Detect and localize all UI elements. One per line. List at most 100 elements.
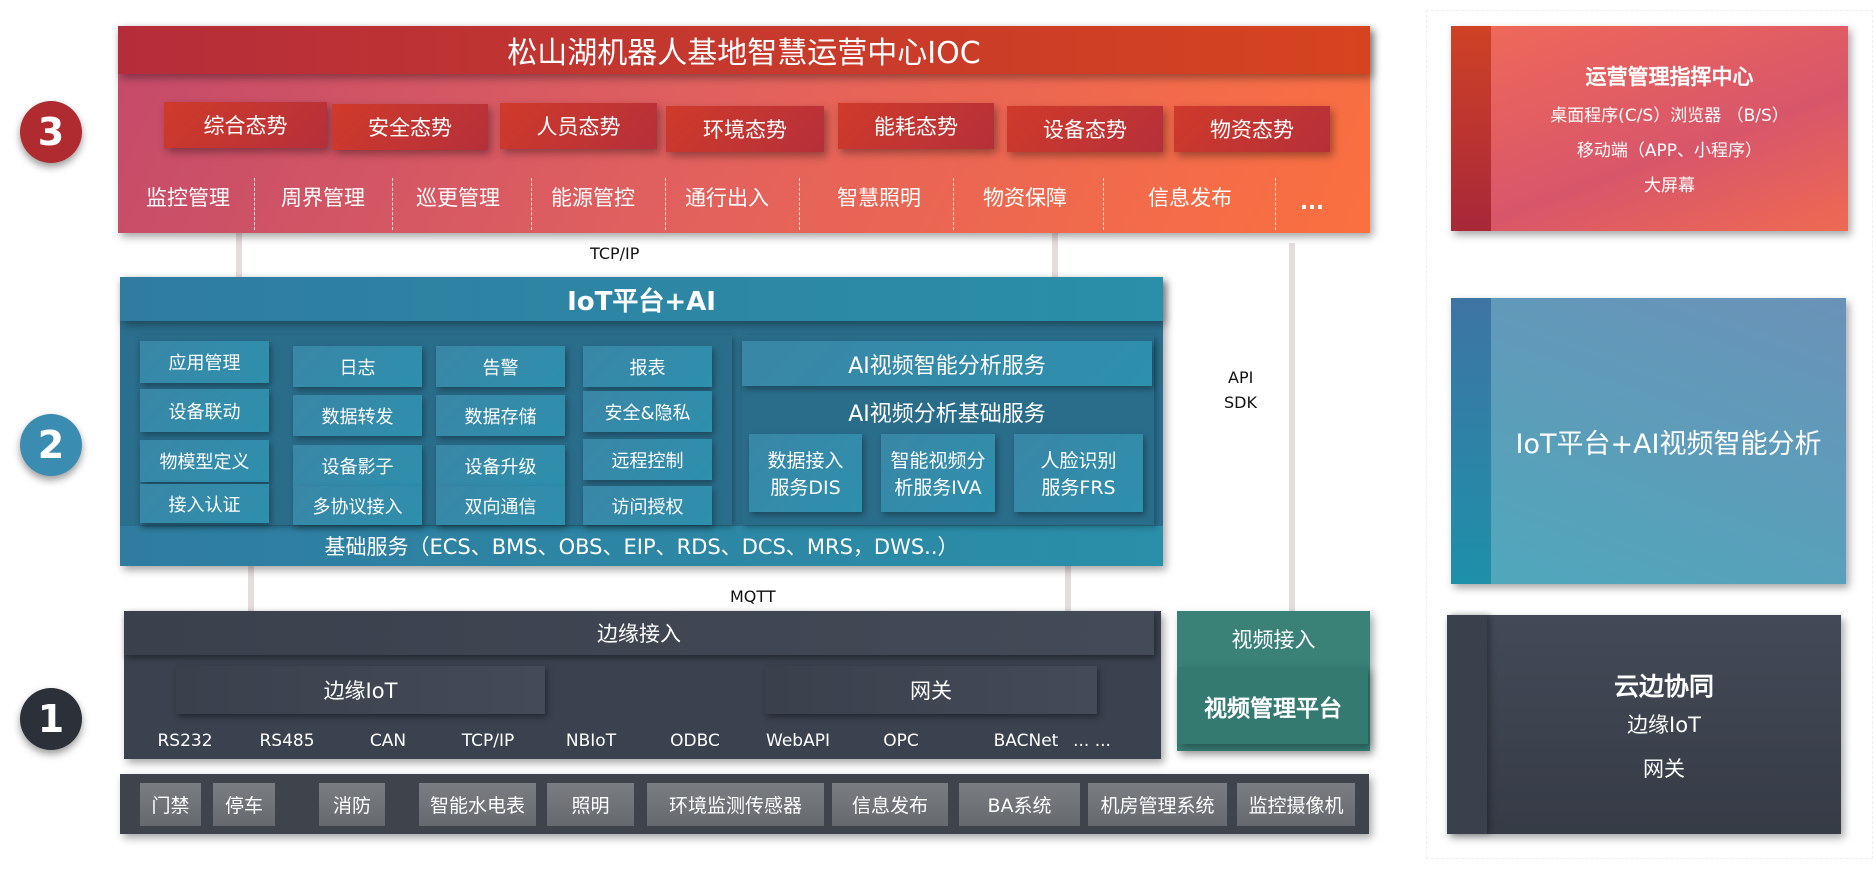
cloud-edge-line: 边缘IoT [1627, 712, 1701, 737]
ai-service-frs-line2: 服务FRS [1041, 477, 1116, 499]
divider [665, 178, 666, 230]
card-strip [1451, 298, 1491, 584]
ops-line: 大屏幕 [1644, 176, 1695, 196]
arrow-l3-l2-right [1052, 233, 1058, 277]
protocol-odbc: ODBC [670, 731, 720, 751]
iot-ai-title: IoT平台+AI视频智能分析 [1515, 428, 1822, 460]
divider [254, 178, 255, 230]
func-data-storage[interactable]: 数据存储 [436, 395, 565, 436]
protocol-webapi: WebAPI [766, 731, 830, 751]
base-services: 基础服务（ECS、BMS、OBS、EIP、RDS、DCS、MRS，DWS..） [120, 526, 1163, 566]
video-access-title: 视频接入 [1231, 628, 1316, 652]
protocol-nbiot: NBIoT [565, 731, 617, 751]
mgmt-perimeter[interactable]: 周界管理 [281, 186, 365, 210]
card-strip [1447, 615, 1487, 834]
cloud-edge-title: 云边协同 [1613, 671, 1714, 701]
func-report[interactable]: 报表 [583, 346, 712, 387]
protocol-rs485: RS485 [259, 731, 315, 751]
protocol-more: ... ... [1073, 731, 1111, 751]
ai-header-basic: AI视频分析基础服务 [848, 402, 1046, 427]
protocol-opc: OPC [883, 731, 919, 751]
video-access: 视频接入 视频管理平台 [1177, 611, 1370, 751]
mgmt-publishing[interactable]: 信息发布 [1148, 186, 1232, 210]
gateway-box[interactable]: 网关 [765, 666, 1097, 714]
mgmt-access[interactable]: 通行出入 [685, 186, 769, 210]
ops-line: 桌面程序(C/S）浏览器 （B/S） [1550, 106, 1789, 126]
ai-service-iva-line2: 析服务IVA [894, 477, 982, 499]
layer-badge-1: 1 [20, 688, 82, 750]
ai-header-smart: AI视频智能分析服务 [742, 341, 1152, 386]
func-thing-model[interactable]: 物模型定义 [140, 440, 269, 482]
divider [953, 178, 954, 230]
func-device-linkage[interactable]: 设备联动 [140, 389, 269, 432]
protocol-rs232: RS232 [157, 731, 213, 751]
tcpip-label: TCP/IP [590, 244, 640, 263]
func-log[interactable]: 日志 [293, 346, 422, 387]
situation-security[interactable]: 安全态势 [332, 104, 488, 150]
situation-environment[interactable]: 环境态势 [666, 106, 824, 152]
device-fire[interactable]: 消防 [319, 783, 385, 826]
mgmt-monitoring[interactable]: 监控管理 [146, 186, 230, 210]
edge-iot-box[interactable]: 边缘IoT [176, 666, 545, 714]
func-device-upgrade[interactable]: 设备升级 [436, 445, 565, 486]
protocol-tcpip: TCP/IP [461, 731, 515, 751]
func-security-privacy[interactable]: 安全&隐私 [583, 391, 712, 432]
mgmt-energy[interactable]: 能源管控 [551, 186, 635, 210]
mqtt-label: MQTT [730, 587, 776, 606]
ops-title: 运营管理指挥中心 [1585, 65, 1754, 89]
ai-service-iva[interactable]: 智能视频分析服务IVA [881, 434, 995, 512]
device-server-room[interactable]: 机房管理系统 [1088, 783, 1227, 826]
func-multi-protocol[interactable]: 多协议接入 [293, 486, 422, 525]
mgmt-lighting[interactable]: 智慧照明 [837, 186, 921, 210]
func-alarm[interactable]: 告警 [436, 346, 565, 387]
func-access-auth[interactable]: 接入认证 [140, 484, 269, 523]
ai-service-frs[interactable]: 人脸识别服务FRS [1014, 434, 1143, 512]
ioc-title: 松山湖机器人基地智慧运营中心IOC [118, 26, 1370, 74]
api-label: API [1228, 368, 1254, 387]
protocol-can: CAN [369, 731, 407, 751]
situation-equipment[interactable]: 设备态势 [1007, 106, 1163, 152]
ops-line: 移动端（APP、小程序） [1576, 141, 1763, 161]
device-ba-system[interactable]: BA系统 [959, 783, 1080, 826]
video-platform-box[interactable]: 视频管理平台 [1178, 667, 1368, 744]
ai-service-dis-line1: 数据接入 [767, 450, 844, 472]
mgmt-supplies[interactable]: 物资保障 [983, 186, 1067, 210]
func-data-forward[interactable]: 数据转发 [293, 395, 422, 436]
card-strip [1451, 26, 1491, 231]
divider [531, 178, 532, 230]
func-device-shadow[interactable]: 设备影子 [293, 445, 422, 486]
divider [1275, 178, 1276, 230]
edge-layer: 边缘接入 边缘IoT 网关 [124, 611, 1161, 759]
func-bidirectional[interactable]: 双向通信 [436, 486, 565, 525]
func-remote-control[interactable]: 远程控制 [583, 439, 712, 480]
layer-badge-3: 3 [20, 101, 82, 163]
iot-title: IoT平台+AI [120, 277, 1163, 321]
ops-center-card: 运营管理指挥中心 桌面程序(C/S）浏览器 （B/S） 移动端（APP、小程序）… [1451, 26, 1848, 231]
iot-ai-card: IoT平台+AI视频智能分析 [1451, 298, 1846, 584]
ai-service-iva-line1: 智能视频分 [890, 450, 986, 472]
sdk-label: SDK [1224, 393, 1257, 412]
device-info-publish[interactable]: 信息发布 [832, 783, 948, 826]
protocol-bacnet: BACNet [993, 731, 1059, 751]
situation-materials[interactable]: 物资态势 [1174, 106, 1330, 152]
func-app-management[interactable]: 应用管理 [140, 341, 269, 383]
right-panel [1426, 10, 1873, 859]
edge-title: 边缘接入 [124, 611, 1154, 655]
device-camera[interactable]: 监控摄像机 [1237, 783, 1355, 826]
divider [799, 178, 800, 230]
divider [1103, 178, 1104, 230]
situation-energy[interactable]: 能耗态势 [838, 103, 994, 149]
situation-comprehensive[interactable]: 综合态势 [164, 102, 327, 148]
ai-service-dis-line2: 服务DIS [770, 477, 841, 499]
device-smart-meter[interactable]: 智能水电表 [419, 783, 536, 826]
ai-service-dis[interactable]: 数据接入服务DIS [749, 434, 862, 512]
situation-personnel[interactable]: 人员态势 [500, 103, 657, 149]
arrow-l3-video [1289, 243, 1295, 611]
device-access-control[interactable]: 门禁 [140, 783, 201, 826]
func-access-authorization[interactable]: 访问授权 [583, 486, 712, 525]
device-lighting[interactable]: 照明 [547, 783, 634, 826]
ai-service-frs-line1: 人脸识别 [1040, 450, 1117, 472]
device-parking[interactable]: 停车 [213, 783, 275, 826]
device-env-sensor[interactable]: 环境监测传感器 [647, 783, 824, 826]
mgmt-patrol[interactable]: 巡更管理 [416, 186, 500, 210]
